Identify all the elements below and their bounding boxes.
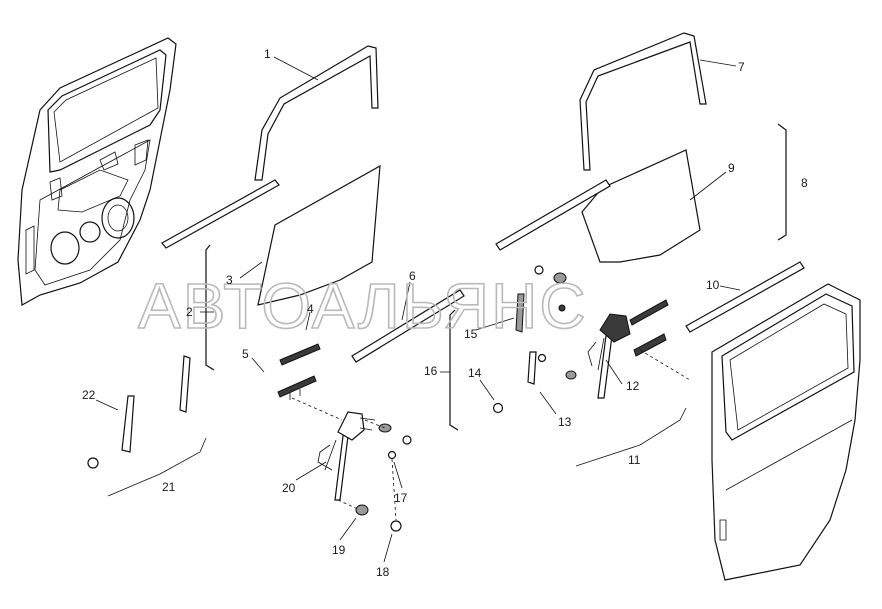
part-4-strip	[279, 343, 321, 366]
right-door-panel	[711, 283, 861, 581]
callout-5: 5	[242, 347, 249, 361]
callout-18: 18	[376, 565, 390, 579]
callout-13: 13	[558, 415, 572, 429]
callout-9: 9	[728, 161, 735, 175]
part-6-outer-belt-molding	[351, 289, 465, 363]
watermark-text: АВТОАЛЬЯНС	[138, 270, 588, 342]
small-fasteners-right	[492, 265, 577, 414]
callout-8: 8	[801, 176, 808, 190]
callout-20: 20	[282, 481, 296, 495]
part-15-guide-right	[515, 293, 525, 333]
part-19-nut	[355, 504, 369, 516]
group-brackets	[107, 123, 787, 497]
callout-3: 3	[226, 273, 233, 287]
callout-10: 10	[706, 278, 720, 292]
callout-2: 2	[186, 305, 193, 319]
left-door-panel	[17, 37, 177, 306]
callout-6: 6	[409, 269, 416, 283]
callout-19: 19	[332, 543, 346, 557]
part-22-guide-rail	[87, 355, 191, 469]
part-2-belt-strip	[161, 179, 280, 249]
part-17-fasteners-left	[378, 423, 412, 460]
leader-lines	[95, 56, 741, 563]
part-13-guide-right	[527, 351, 537, 385]
part-20-window-regulator-left	[317, 411, 376, 501]
callout-15: 15	[464, 327, 478, 341]
callout-labels: 1 2 3 4 5 6 7 8 9 10 11 12 13 14 15 16 1…	[82, 47, 808, 579]
part-7-glass-run-channel-right	[579, 32, 707, 171]
callout-11: 11	[628, 453, 641, 467]
part-1-glass-run-channel	[254, 45, 379, 181]
part-12-window-regulator-right	[587, 299, 669, 399]
part-5-bracket	[277, 375, 317, 400]
callout-7: 7	[738, 60, 745, 74]
callout-12: 12	[626, 379, 640, 393]
callout-16: 16	[424, 364, 438, 378]
right-belt-strip	[495, 179, 611, 251]
part-9-door-glass-right	[581, 149, 701, 263]
callout-14: 14	[468, 366, 482, 380]
callout-21: 21	[162, 480, 176, 494]
callout-22: 22	[82, 388, 96, 402]
callout-1: 1	[264, 47, 271, 61]
callout-4: 4	[307, 302, 314, 316]
part-3-door-glass	[257, 164, 381, 306]
part-10-outer-belt-molding-right	[685, 261, 805, 333]
part-18-nut	[390, 520, 402, 532]
callout-17: 17	[394, 491, 408, 505]
